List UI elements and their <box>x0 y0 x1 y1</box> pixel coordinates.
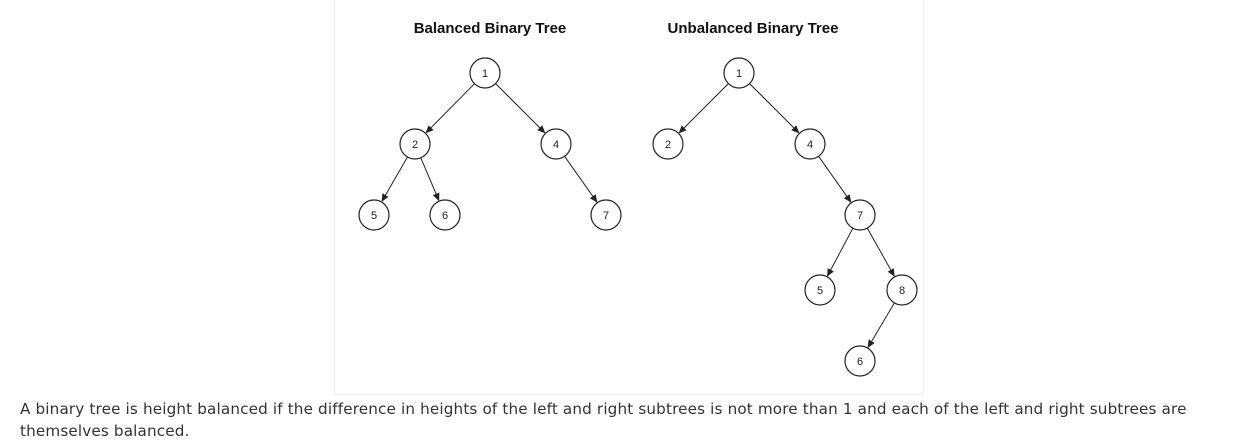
unbalanced-node-8: 8 <box>886 274 918 306</box>
unbalanced-node-circle <box>844 199 876 231</box>
unbalanced-node-circle <box>652 128 684 160</box>
unbalanced-edge-u7-u5 <box>827 227 854 277</box>
unbalanced-node-1: 1 <box>723 57 755 89</box>
unbalanced-tree-title: Unbalanced Binary Tree <box>668 20 839 37</box>
balanced-node-label: 7 <box>603 210 609 222</box>
balanced-node-4: 4 <box>540 128 572 160</box>
balanced-edge-b2-b6 <box>420 157 440 202</box>
unbalanced-node-label: 2 <box>665 139 671 151</box>
balanced-tree-title: Balanced Binary Tree <box>414 20 567 37</box>
balanced-node-label: 5 <box>371 210 377 222</box>
unbalanced-node-circle <box>804 274 836 306</box>
tree-diagram: Balanced Binary Tree Unbalanced Binary T… <box>358 20 918 377</box>
unbalanced-node-label: 1 <box>736 68 742 80</box>
unbalanced-node-label: 8 <box>899 285 905 297</box>
balanced-node-1: 1 <box>469 57 501 89</box>
nodes-layer: 1 2 4 5 6 7 1 2 4 7 5 8 6 <box>358 57 918 377</box>
unbalanced-node-2: 2 <box>652 128 684 160</box>
balanced-node-6: 6 <box>429 199 461 231</box>
balanced-node-label: 6 <box>442 210 448 222</box>
balanced-node-label: 2 <box>412 139 418 151</box>
unbalanced-node-circle <box>794 128 826 160</box>
unbalanced-edge-u1-u4 <box>749 83 800 134</box>
balanced-node-2: 2 <box>399 128 431 160</box>
balanced-node-5: 5 <box>358 199 390 231</box>
balanced-node-circle <box>540 128 572 160</box>
balanced-edge-b2-b5 <box>381 156 408 202</box>
balanced-edge-b4-b7 <box>564 156 598 203</box>
balanced-node-label: 1 <box>482 68 488 80</box>
balanced-node-circle <box>399 128 431 160</box>
unbalanced-node-label: 7 <box>857 210 863 222</box>
unbalanced-node-4: 4 <box>794 128 826 160</box>
unbalanced-node-label: 4 <box>807 139 813 151</box>
unbalanced-node-circle <box>886 274 918 306</box>
unbalanced-node-6: 6 <box>844 345 876 377</box>
balanced-edge-b1-b4 <box>495 83 546 134</box>
unbalanced-edge-u4-u7 <box>818 156 852 203</box>
unbalanced-edge-u7-u8 <box>866 227 895 277</box>
edges-layer <box>381 83 895 349</box>
unbalanced-node-7: 7 <box>844 199 876 231</box>
unbalanced-edge-u8-u6 <box>867 302 895 349</box>
balanced-node-label: 4 <box>553 139 559 151</box>
caption-text: A binary tree is height balanced if the … <box>20 400 1187 440</box>
balanced-node-circle <box>590 199 622 231</box>
unbalanced-node-circle <box>844 345 876 377</box>
balanced-node-circle <box>469 57 501 89</box>
unbalanced-node-label: 6 <box>857 356 863 368</box>
balanced-edge-b1-b2 <box>425 83 475 134</box>
unbalanced-edge-u1-u2 <box>678 83 729 134</box>
balanced-node-7: 7 <box>590 199 622 231</box>
figure-panel: Balanced Binary Tree Unbalanced Binary T… <box>334 0 924 395</box>
unbalanced-node-5: 5 <box>804 274 836 306</box>
balanced-node-circle <box>358 199 390 231</box>
unbalanced-node-circle <box>723 57 755 89</box>
unbalanced-node-label: 5 <box>817 285 823 297</box>
balanced-node-circle <box>429 199 461 231</box>
